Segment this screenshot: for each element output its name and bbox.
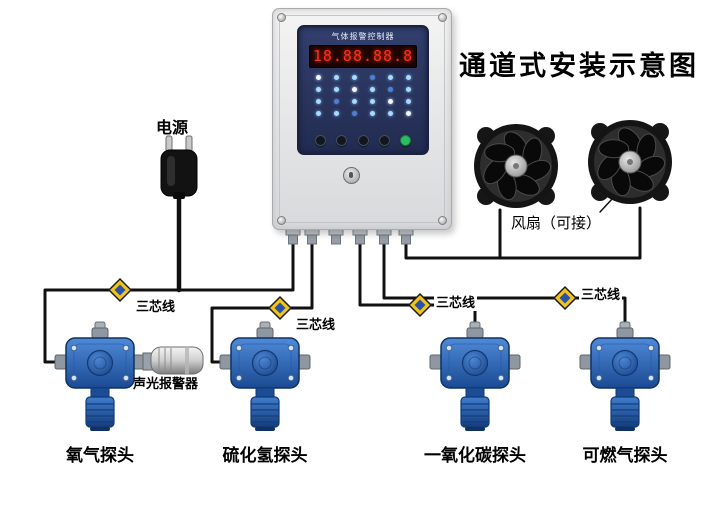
wire-connector-diamond-4 bbox=[553, 286, 577, 310]
led-indicator bbox=[315, 99, 321, 104]
led-indicator bbox=[387, 99, 393, 104]
wire-connector-diamond-1 bbox=[108, 278, 132, 302]
fan-1-wire bbox=[404, 208, 502, 260]
led-indicator bbox=[315, 111, 321, 116]
led-indicator bbox=[387, 75, 393, 80]
led-indicator bbox=[315, 87, 321, 92]
fan-icon-2 bbox=[587, 119, 673, 205]
led-indicator bbox=[405, 99, 411, 104]
wire-label-3: 三芯线 bbox=[434, 292, 478, 311]
panel-button bbox=[336, 135, 348, 146]
led-indicator bbox=[351, 75, 357, 80]
led-indicator bbox=[405, 75, 411, 80]
detector-label-oxygen: 氧气探头 bbox=[66, 446, 134, 465]
fan-2-wire bbox=[498, 206, 642, 260]
panel-buttons bbox=[315, 135, 411, 146]
fans-label: 风扇（可接） bbox=[511, 215, 602, 232]
panel-button bbox=[378, 135, 390, 146]
alarm-label: 声光报警器 bbox=[133, 376, 199, 391]
wire-connector-diamond-2 bbox=[268, 296, 292, 320]
led-indicator bbox=[333, 75, 339, 80]
detector-4-wire bbox=[382, 238, 627, 333]
led-indicator-grid bbox=[315, 75, 411, 116]
detector-2-wire bbox=[210, 238, 314, 364]
led-indicator bbox=[315, 75, 321, 80]
led-indicator bbox=[333, 99, 339, 104]
panel-screw bbox=[438, 13, 447, 22]
gas-detector-icon-oxygen bbox=[54, 321, 146, 432]
panel-button-green bbox=[400, 135, 411, 146]
alarm-horn-icon bbox=[142, 346, 204, 375]
power-label: 电源 bbox=[156, 120, 189, 137]
panel-screw bbox=[438, 216, 447, 225]
panel-lock bbox=[343, 167, 360, 184]
fan-label-pointer bbox=[599, 197, 614, 213]
led-indicator bbox=[387, 111, 393, 116]
gas-alarm-controller: 气体报警控制器 18.88.88.8 bbox=[272, 8, 452, 230]
power-plug-icon bbox=[160, 135, 198, 199]
gas-detector-icon-combustible bbox=[579, 321, 671, 432]
detector-label-combustible: 可燃气探头 bbox=[582, 446, 668, 465]
led-indicator bbox=[369, 99, 375, 104]
panel-button bbox=[315, 135, 326, 146]
digital-display: 18.88.88.8 bbox=[309, 45, 417, 68]
panel-screw bbox=[277, 13, 286, 22]
detector-label-co: 一氧化碳探头 bbox=[424, 446, 526, 465]
gas-detector-icon-co bbox=[429, 321, 521, 432]
led-indicator bbox=[369, 87, 375, 92]
led-indicator bbox=[369, 111, 375, 116]
led-indicator bbox=[405, 111, 411, 116]
detector-label-h2s: 硫化氢探头 bbox=[222, 446, 308, 465]
led-indicator bbox=[351, 111, 357, 116]
panel-button bbox=[357, 135, 369, 146]
led-indicator bbox=[333, 87, 339, 92]
led-indicator bbox=[333, 111, 339, 116]
wire-label-2: 三芯线 bbox=[294, 314, 338, 333]
panel-screw bbox=[277, 216, 286, 225]
led-indicator bbox=[405, 87, 411, 92]
panel-door bbox=[279, 15, 445, 223]
panel-header-text: 气体报警控制器 bbox=[331, 32, 395, 41]
led-indicator bbox=[351, 99, 357, 104]
wire-label-4: 三芯线 bbox=[579, 284, 623, 303]
led-indicator bbox=[387, 87, 393, 92]
gas-detector-icon-h2s bbox=[219, 321, 311, 432]
detector-1-wire bbox=[43, 238, 295, 364]
diagram-title: 通道式安装示意图 bbox=[459, 51, 699, 81]
led-indicator bbox=[369, 75, 375, 80]
fan-icon-1 bbox=[473, 123, 559, 209]
wire-label-1: 三芯线 bbox=[134, 296, 178, 315]
detector-3-wire bbox=[358, 238, 477, 333]
led-indicator bbox=[351, 87, 357, 92]
panel-face: 气体报警控制器 18.88.88.8 bbox=[297, 25, 429, 155]
